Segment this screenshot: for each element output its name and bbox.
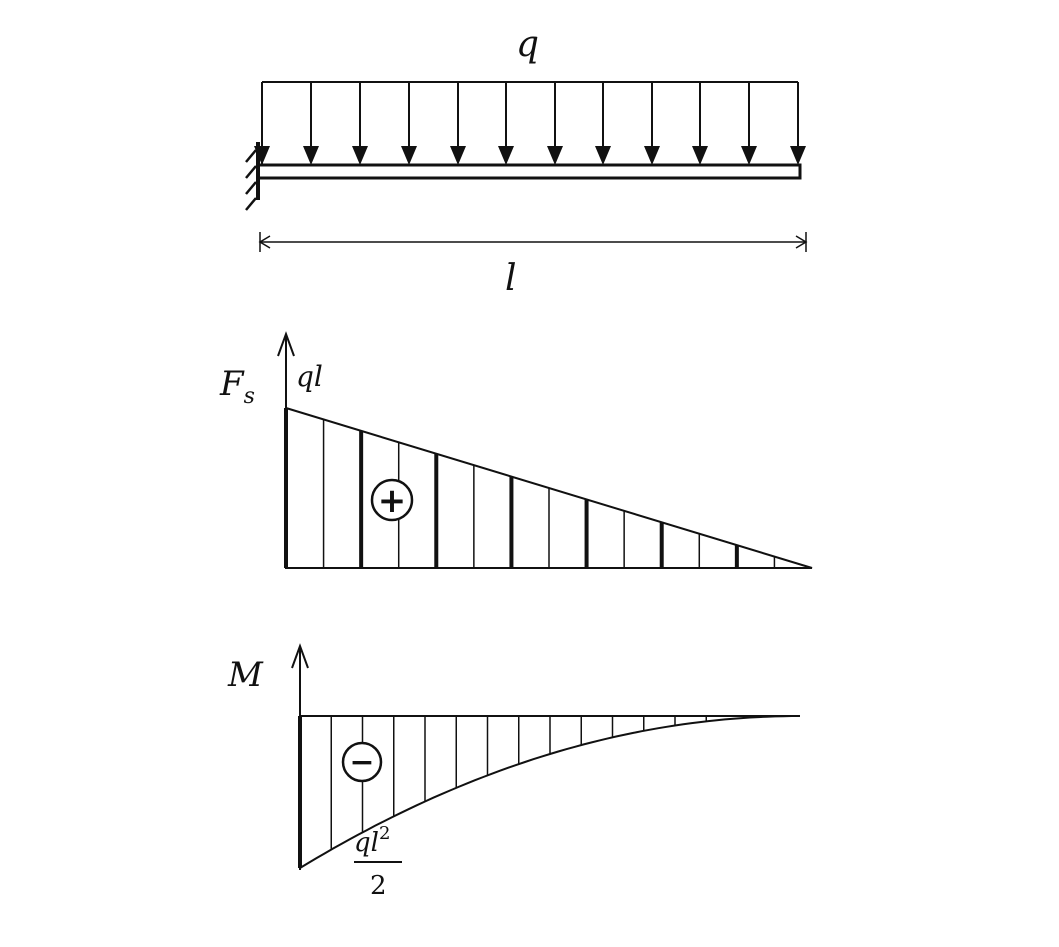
shear-axis-arrow-icon (277, 331, 295, 357)
moment-max-label: ql2 2 (354, 823, 402, 901)
load-arrows (254, 82, 806, 165)
load-arrow-head-icon (692, 146, 708, 165)
load-arrow-head-icon (352, 146, 368, 165)
shear-sign: + (378, 481, 407, 521)
load-arrow-head-icon (741, 146, 757, 165)
length-label: l (505, 258, 517, 299)
load-arrow-head-icon (790, 146, 806, 165)
moment-sign: − (349, 745, 374, 780)
shear-axis-label-sub: s (244, 384, 255, 409)
moment-max-numerator-exp: 2 (379, 823, 390, 844)
moment-axis-label: M (227, 655, 264, 695)
load-arrow-head-icon (450, 146, 466, 165)
load-arrow-head-icon (303, 146, 319, 165)
fixed-support-icon (245, 142, 260, 211)
moment-max-denominator: 2 (370, 871, 387, 901)
load-arrow-head-icon (644, 146, 660, 165)
beam-body (256, 163, 802, 180)
beam-panel: q l (245, 24, 808, 299)
load-label: q (516, 24, 539, 65)
shear-axis-label: Fs (219, 364, 255, 409)
load-arrow-head-icon (401, 146, 417, 165)
moment-max-numerator: ql2 (354, 823, 390, 858)
moment-max-numerator-base: ql (354, 828, 379, 858)
shear-panel: Fs ql + (219, 331, 813, 569)
shear-max-label: ql (296, 360, 323, 393)
load-arrow-head-icon (595, 146, 611, 165)
shear-hatching (284, 408, 776, 568)
load-arrow-head-icon (547, 146, 563, 165)
shear-sign-badge: + (370, 478, 414, 522)
length-dimension (258, 232, 808, 252)
moment-panel: M − ql2 2 (227, 643, 800, 901)
moment-sign-badge: − (341, 741, 383, 783)
load-arrow-head-icon (498, 146, 514, 165)
shear-axis-label-main: F (219, 364, 245, 404)
moment-axis-arrow-icon (291, 643, 309, 669)
